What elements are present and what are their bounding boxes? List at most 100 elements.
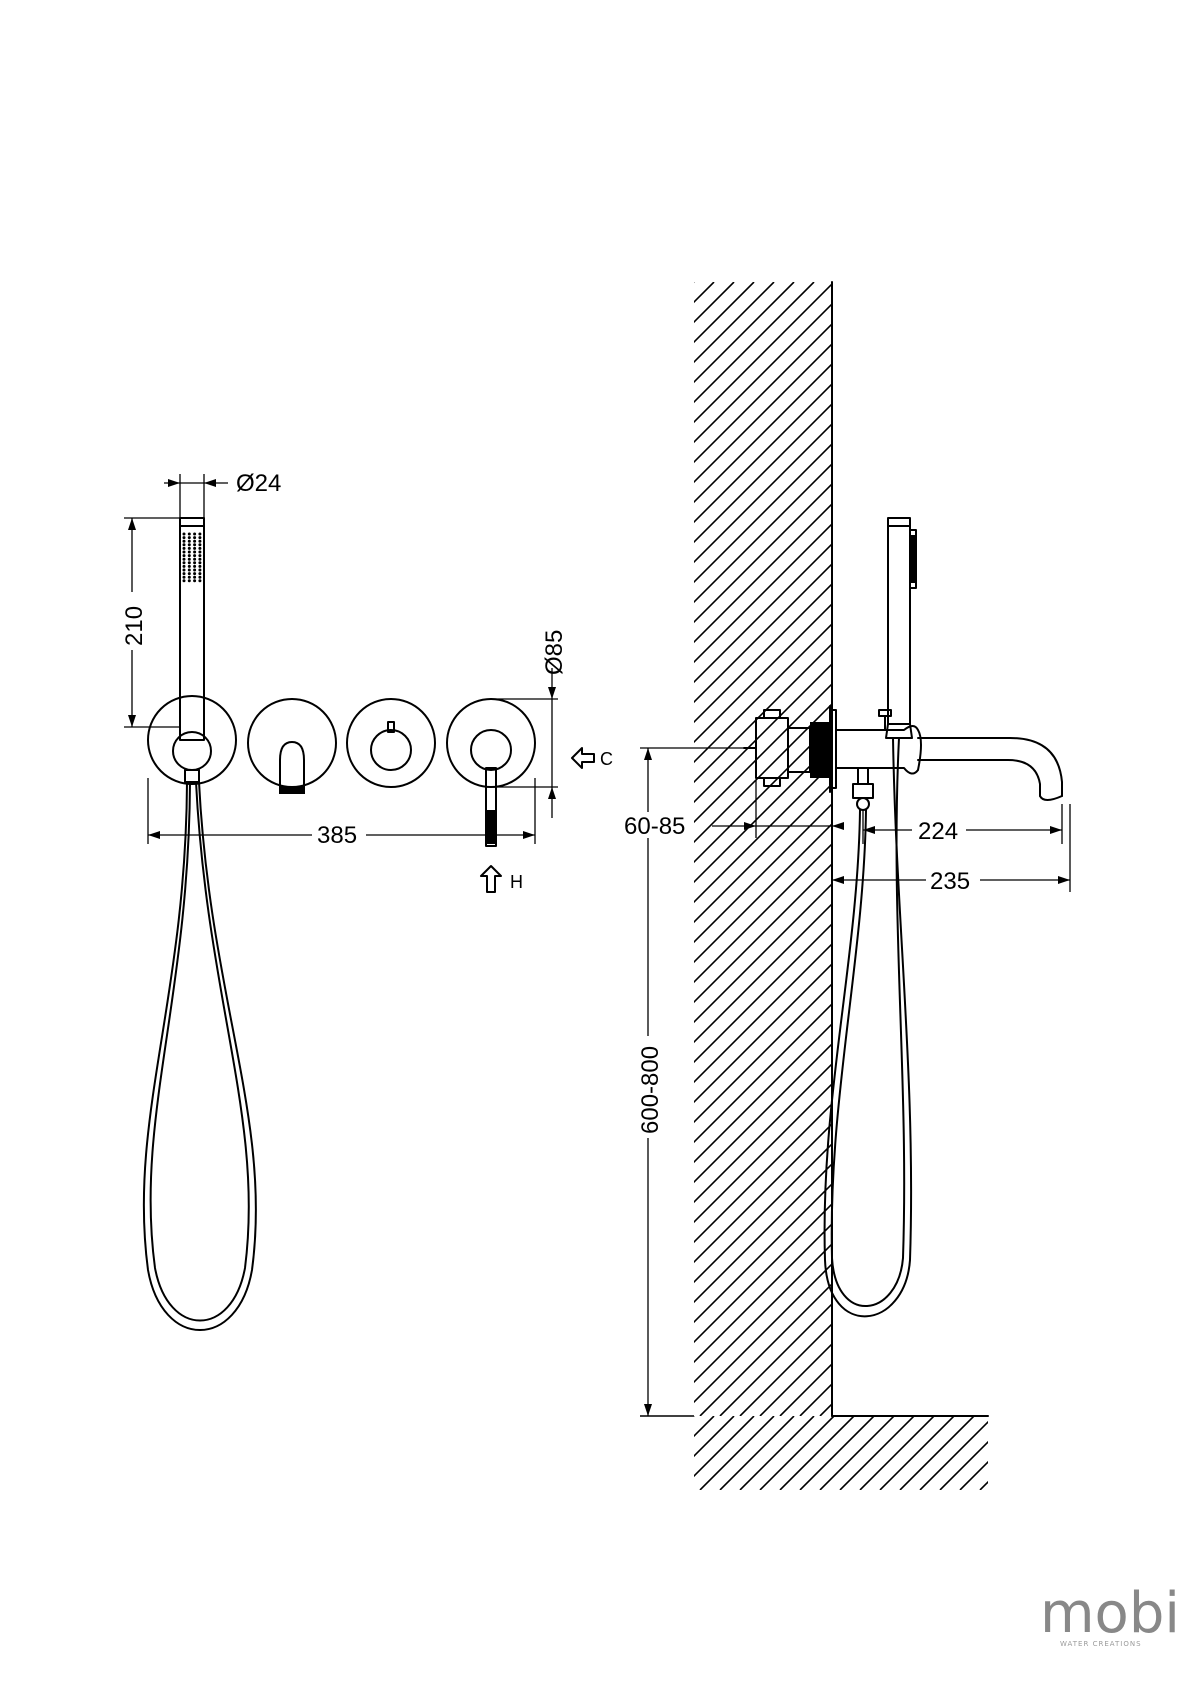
nozzle-dot — [198, 550, 202, 554]
wall-hatch-line — [694, 822, 832, 964]
nozzle-dot — [182, 532, 186, 536]
wall-section-hatch — [694, 282, 1190, 1416]
nozzle-dot — [198, 546, 202, 550]
hose-connector — [852, 767, 874, 811]
floor-hatch-line — [694, 1416, 735, 1458]
nozzle-dot — [193, 543, 197, 547]
hand-shower-nozzle-grid — [182, 532, 202, 583]
brand-tagline: WATER CREATIONS — [1060, 1640, 1142, 1648]
wall-hatch-line — [694, 562, 832, 704]
nozzle-dot — [193, 539, 197, 543]
wall-hatch-line — [694, 282, 695, 284]
nozzle-dot — [193, 564, 197, 568]
nozzle-dot — [193, 546, 197, 550]
wall-hatch-line — [694, 742, 832, 884]
wall-hatch-line — [694, 282, 735, 324]
floor-section-hatch — [694, 1416, 1134, 1490]
nozzle-dot — [182, 572, 186, 576]
dim-handshower-diameter: Ø24 — [164, 470, 281, 518]
inlet-cold-marker: C — [571, 747, 613, 769]
nozzle-dot — [182, 546, 186, 550]
hand-shower-front — [179, 517, 205, 741]
nozzle-dot — [198, 539, 202, 543]
nozzle-dot — [187, 575, 191, 579]
dim-label-handshower-diameter: Ø24 — [236, 470, 281, 497]
wall-hatch-line — [779, 1362, 832, 1416]
wall-hatch-line — [1160, 282, 1190, 1416]
floor-hatch-line — [1060, 1416, 1134, 1490]
floor-hatch-line — [719, 1416, 795, 1490]
wall-hatch-line — [694, 442, 832, 584]
floor-hatch-line — [699, 1416, 775, 1490]
nozzle-dot — [187, 579, 191, 583]
nozzle-dot — [193, 536, 197, 540]
floor-hatch-line — [859, 1416, 935, 1490]
wall-hatch-line — [694, 842, 832, 984]
wall-hatch-line — [1000, 282, 1190, 1416]
diverter-plate — [346, 698, 436, 788]
wall-hatch-line — [694, 282, 775, 364]
nozzle-dot — [193, 579, 197, 583]
wall-hatch-line — [819, 1402, 832, 1416]
dim-wall-depth: 60-85 — [622, 780, 844, 840]
floor-hatch-line — [919, 1420, 988, 1490]
wall-hatch-line — [694, 722, 832, 864]
nozzle-dot — [193, 575, 197, 579]
wall-hatch-line — [694, 1102, 832, 1244]
floor-hatch-line — [979, 1480, 988, 1490]
brand-logo-text: mobi — [1040, 1581, 1180, 1646]
nozzle-dot — [193, 557, 197, 561]
wall-hatch-line — [1060, 282, 1190, 1416]
dim-label-overall-width: 385 — [317, 822, 357, 849]
wall-hatch-line — [880, 282, 1190, 1416]
wall-hatch-line — [694, 862, 832, 1004]
wall-hatch-line — [694, 1262, 832, 1404]
wall-hatch-line — [694, 622, 832, 764]
nozzle-dot — [187, 561, 191, 565]
wall-hatch-line — [840, 282, 1190, 1416]
front-view: Ø24 210 Ø85 385 — [120, 470, 613, 1331]
nozzle-dot — [182, 554, 186, 558]
dim-total-projection: 235 — [832, 804, 1071, 895]
nozzle-dot — [182, 539, 186, 543]
inlet-hot-marker: H — [480, 865, 523, 893]
shower-hose-side — [823, 737, 913, 1318]
nozzle-dot — [187, 532, 191, 536]
wall-hatch-line — [1140, 282, 1190, 1416]
wall-hatch-line — [1180, 282, 1190, 1416]
nozzle-dot — [187, 536, 191, 540]
nozzle-dot — [187, 557, 191, 561]
wall-hatch-line — [920, 282, 1190, 1416]
wall-hatch-line — [980, 282, 1190, 1416]
floor-hatch-line — [694, 1416, 695, 1418]
nozzle-dot — [198, 554, 202, 558]
wall-hatch-line — [694, 282, 832, 424]
nozzle-dot — [198, 568, 202, 572]
nozzle-dot — [182, 568, 186, 572]
dim-label-spout-reach: 224 — [918, 818, 958, 845]
nozzle-dot — [187, 543, 191, 547]
floor-hatch-line — [759, 1416, 835, 1490]
wall-hatch-line — [940, 282, 1190, 1416]
wall-hatch-line — [694, 1162, 832, 1304]
wall-hatch-line — [694, 1242, 832, 1384]
nozzle-dot — [187, 550, 191, 554]
shower-hose-front — [142, 781, 257, 1331]
nozzle-dot — [182, 579, 186, 583]
floor-hatch-line — [799, 1416, 875, 1490]
dim-handshower-height: 210 — [120, 517, 180, 728]
dim-mounting-height: 600-800 — [636, 747, 744, 1416]
dim-label-wall-depth: 60-85 — [624, 813, 685, 840]
wall-hatch-line — [1120, 282, 1190, 1416]
wall-hatch-line — [694, 282, 795, 384]
wall-hatch-line — [694, 582, 832, 724]
wall-hatch-line — [694, 1182, 832, 1324]
nozzle-dot — [198, 564, 202, 568]
wall-hatch-line — [694, 1082, 832, 1224]
wall-hatch-line — [699, 1282, 832, 1416]
nozzle-dot — [182, 564, 186, 568]
nozzle-dot — [198, 572, 202, 576]
wall-hatch-line — [694, 642, 832, 784]
nozzle-dot — [182, 575, 186, 579]
wall-hatch-line — [694, 1142, 832, 1284]
